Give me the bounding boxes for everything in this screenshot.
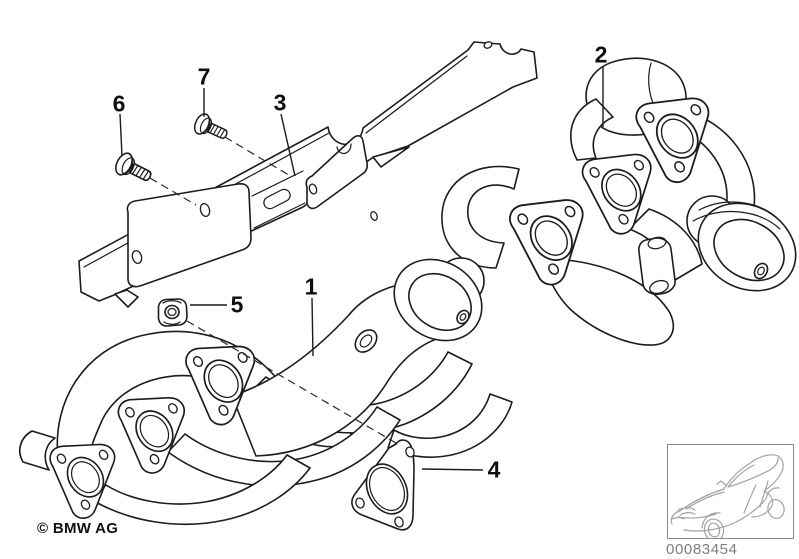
axis-bolt-6 — [149, 177, 197, 206]
heat-shield-corner-tab — [114, 289, 139, 308]
callout-5[interactable]: 5 — [230, 291, 244, 318]
axis-bolt-7 — [224, 136, 293, 178]
exhaust-manifold-front — [19, 257, 513, 525]
callout-1[interactable]: 1 — [304, 273, 318, 300]
vehicle-thumbnail-box — [667, 444, 794, 539]
exhaust-manifold-rear — [441, 57, 797, 346]
assembly-axes — [149, 136, 397, 444]
callout-7[interactable]: 7 — [197, 63, 211, 90]
vehicle-sketch — [670, 454, 785, 538]
manifold-rear-port-stub — [638, 237, 676, 295]
bolt-7 — [190, 110, 232, 146]
leader-1 — [311, 297, 314, 357]
flange-gasket — [351, 439, 415, 531]
callout-4[interactable]: 4 — [487, 456, 501, 483]
hex-nut — [157, 298, 188, 327]
callout-3[interactable]: 3 — [273, 89, 287, 116]
manifold-front-flange-2 — [115, 388, 197, 479]
heat-shield-left-panel — [126, 183, 252, 288]
callout-leaders — [119, 66, 604, 471]
leader-4 — [421, 468, 484, 471]
manifold-front-sensor-port — [354, 329, 378, 353]
leader-3 — [280, 113, 296, 177]
heat-shield-right-panel — [305, 135, 369, 210]
bolt-6 — [111, 149, 156, 189]
axis-nut-to-gasket — [186, 320, 397, 444]
leader-6 — [119, 113, 123, 157]
callout-6[interactable]: 6 — [112, 90, 126, 117]
copyright-notice: © BMW AG — [37, 520, 119, 537]
car-outline — [670, 454, 785, 538]
heat-shield — [78, 41, 538, 308]
image-part-number: 00083454 — [666, 541, 738, 558]
heat-shield-tab — [372, 146, 410, 168]
callout-2[interactable]: 2 — [594, 41, 608, 68]
